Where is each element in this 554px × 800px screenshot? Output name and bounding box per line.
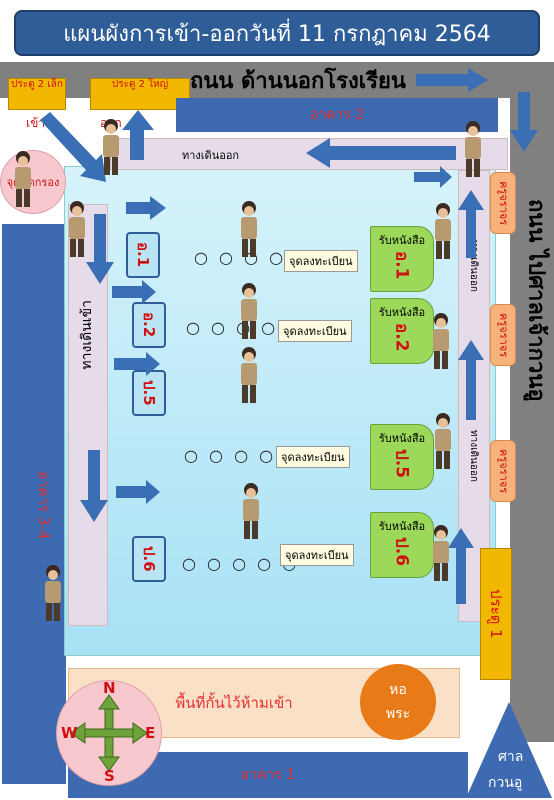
page-title: แผนผังการเข้า-ออกวันที่ 11 กรกฎาคม 2564 — [14, 10, 540, 56]
compass-n: N — [103, 679, 116, 697]
traffic-teacher-tag: ครูจราจร — [490, 172, 516, 234]
spirit-house-label-2: กวนอู — [488, 775, 523, 791]
spirit-house-label-1: ศาล — [498, 749, 524, 765]
class-label: ป.5 — [132, 370, 166, 416]
gate-2-small: ประตู 2 เล็ก — [8, 78, 66, 110]
traffic-teacher-tag: ครูจราจร — [490, 304, 516, 366]
road-top-label: ถนน ด้านนอกโรงเรียน — [190, 69, 406, 94]
class-label: อ.1 — [126, 232, 160, 278]
walkway-exit-right-label-2: ทางเดินออก — [468, 430, 479, 482]
pickup-point: รับหนังสืออ.2 — [370, 298, 434, 364]
class-label: อ.2 — [132, 302, 166, 348]
walkway-enter — [68, 204, 108, 626]
compass-w: W — [61, 724, 78, 742]
gate-1: ประตู 1 — [480, 548, 512, 680]
compass-arrows-icon — [70, 694, 148, 772]
pickup-point: รับหนังสืออ.1 — [370, 226, 434, 292]
compass-rose: N S W E — [56, 679, 162, 786]
registration-point: จุดลงทะเบียน — [284, 250, 358, 272]
building-3-4 — [2, 224, 66, 784]
walkway-enter-label: ทางเดินเข้า — [79, 300, 95, 370]
walkway-exit-right-label-1: ทางเดินออก — [468, 240, 479, 292]
pickup-point: รับหนังสือป.5 — [370, 424, 434, 490]
building-2: อาคาร 2 — [176, 98, 498, 132]
queue-dots: ○ ○ ○ ○ ○ — [182, 554, 300, 573]
compass-e: E — [145, 724, 156, 742]
enter-label: เข้า — [26, 116, 46, 130]
registration-point: จุดลงทะเบียน — [276, 446, 350, 468]
shrine: หอพระ — [360, 664, 436, 740]
queue-dots: ○ ○ ○ ○ ○ — [194, 248, 312, 267]
walkway-exit-top — [110, 138, 508, 170]
building-3-4-label: อาคาร 3-4 — [35, 470, 51, 540]
registration-point: จุดลงทะเบียน — [280, 544, 354, 566]
compass-s: S — [104, 767, 115, 785]
class-label: ป.6 — [132, 536, 166, 582]
registration-point: จุดลงทะเบียน — [278, 320, 352, 342]
screening-point: จุดคัดกรอง — [0, 150, 66, 214]
exit-label: ออก — [100, 116, 122, 130]
traffic-teacher-tag: ครูจราจร — [490, 440, 516, 502]
road-right-label: ถนน ไปศาลเจ้ากวนอู — [523, 198, 549, 402]
spirit-house-icon — [466, 702, 552, 798]
walkway-exit-top-label: ทางเดินออก — [182, 149, 240, 162]
road-right — [510, 62, 554, 742]
pickup-point: รับหนังสือป.6 — [370, 512, 434, 578]
queue-dots: ○ ○ ○ ○ ○ — [184, 446, 302, 465]
gate-2-big: ประตู 2 ใหญ่ — [90, 78, 190, 110]
